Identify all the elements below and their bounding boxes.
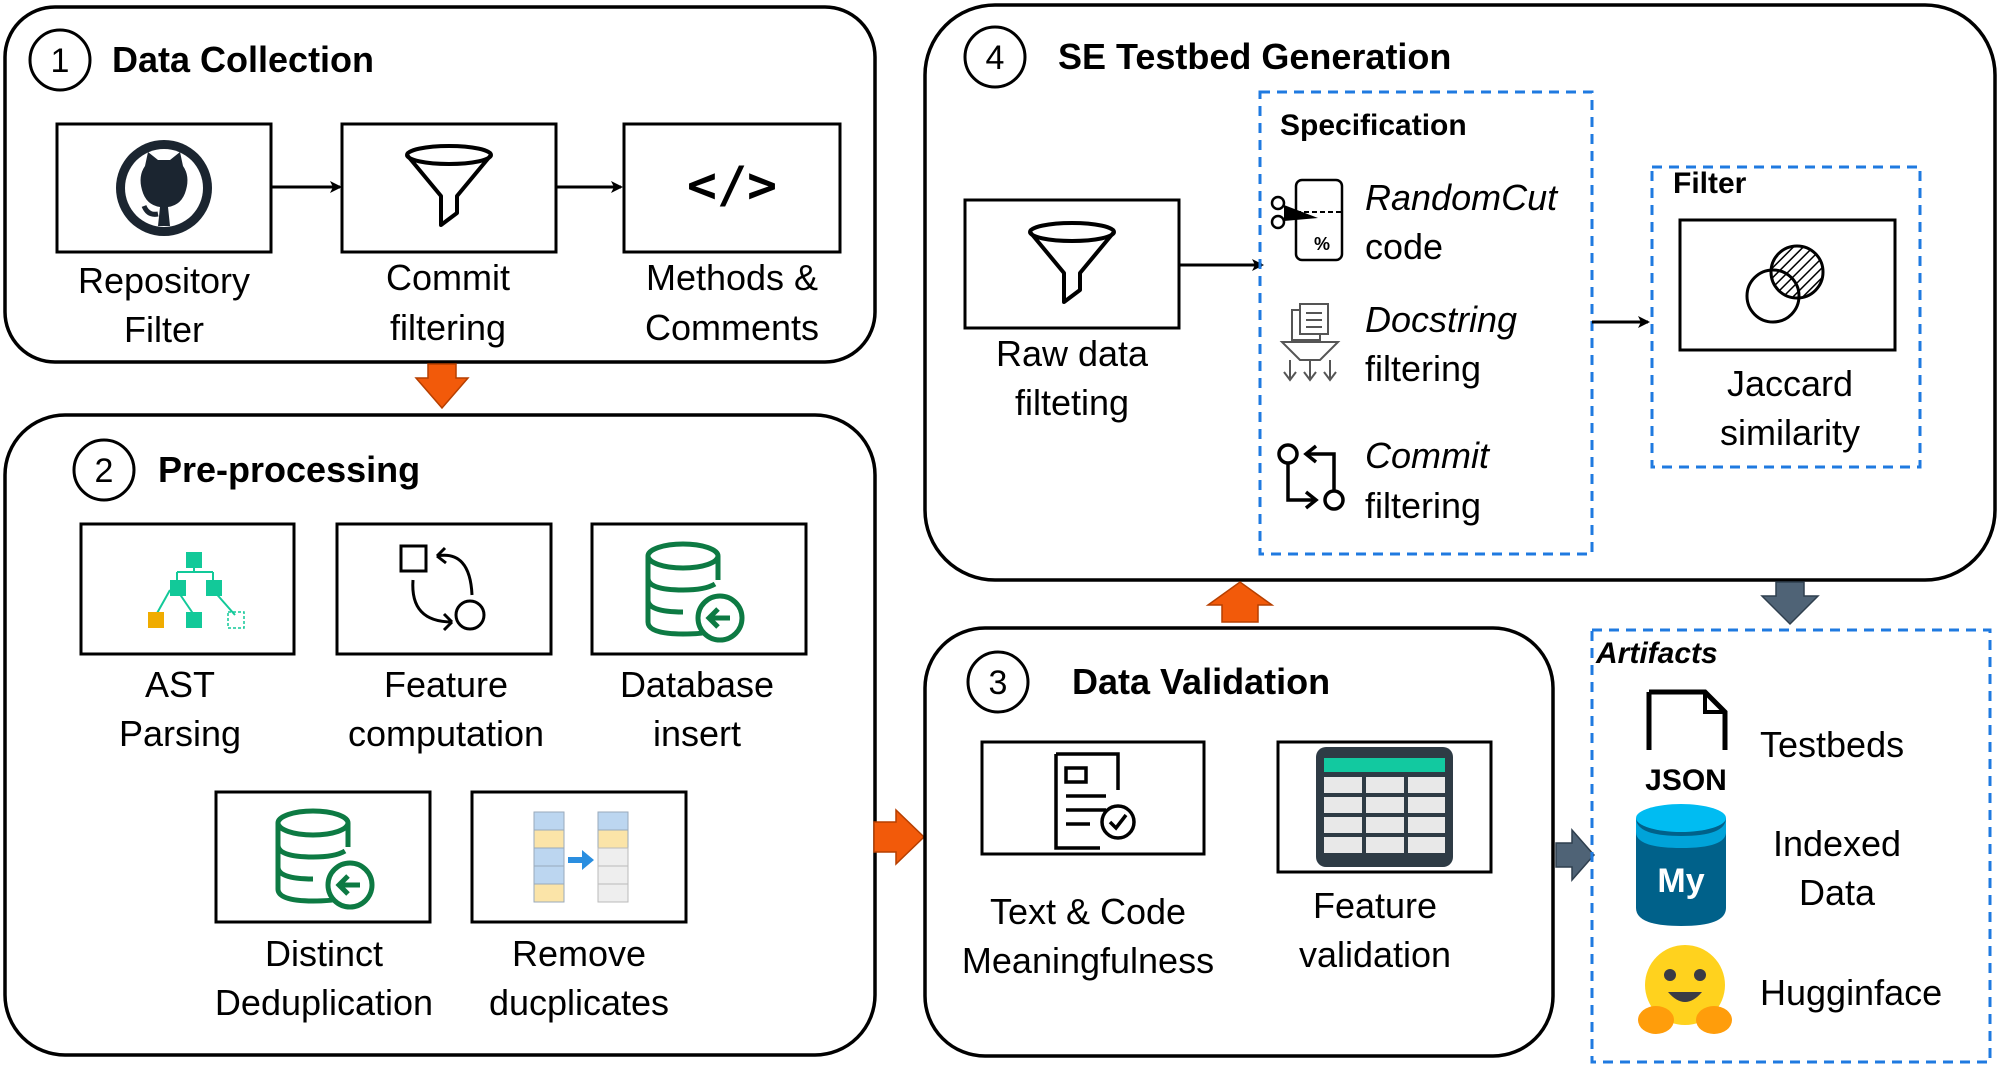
flow-arrow-testbed-to-artifacts [1760, 581, 1820, 626]
raw-data-filtering-label-1: Raw data [996, 333, 1149, 374]
code-icon: </> [687, 156, 777, 214]
funnel-icon [1028, 221, 1116, 304]
panel-title-data-validation: Data Validation [1072, 661, 1330, 702]
mysql-icon-text: My [1657, 862, 1704, 900]
commit-spec-label-2: filtering [1365, 485, 1481, 526]
docstring-label-2: filtering [1365, 348, 1481, 389]
table-icon [1316, 747, 1453, 867]
venn-icon [1745, 244, 1825, 324]
mysql-icon: My [1636, 804, 1726, 926]
remove-duplicates-label-1: Remove [512, 933, 646, 974]
ast-parsing-label-2: Parsing [119, 713, 241, 754]
methods-comments-box [622, 122, 842, 254]
jaccard-label-1: Jaccard [1727, 363, 1853, 404]
feature-computation-label-2: computation [348, 713, 544, 754]
panel-data-collection: 1 Data Collection Repository Filter Comm… [3, 5, 877, 364]
database-dedup-icon [275, 808, 375, 910]
feature-computation-label-1: Feature [384, 664, 508, 705]
methods-comments-label-1: Methods & [646, 257, 818, 298]
raw-data-filtering-box [963, 198, 1181, 330]
docstring-label-1: Docstring [1365, 299, 1517, 340]
flow-arrow-collection-to-preprocessing [414, 363, 470, 410]
panel-testbed-generation: 4 SE Testbed Generation Raw data filteti… [923, 3, 1997, 582]
panel-title-data-collection: Data Collection [112, 39, 374, 80]
tree-nodes [148, 552, 245, 629]
ast-parsing-box [79, 522, 296, 656]
json-file-icon: JSON [1645, 689, 1728, 797]
step-number-2-text: 2 [95, 452, 114, 490]
feature-computation-box [335, 522, 553, 656]
panel-title-pre-processing: Pre-processing [158, 449, 420, 490]
flow-arrow-validation-to-testbed [1205, 581, 1275, 623]
flow-arrow-validation-to-artifacts [1555, 828, 1595, 882]
hugging-face-icon [1638, 945, 1732, 1034]
document-check-icon [1054, 752, 1136, 850]
artifact-indexed-data-label-2: Data [1799, 872, 1876, 913]
jaccard-label-2: similarity [1720, 412, 1860, 453]
commit-filtering-label-1: Commit [386, 257, 510, 298]
randomcut-label-1: RandomCut [1365, 177, 1559, 218]
github-icon [116, 140, 212, 236]
artifact-testbeds-label: Testbeds [1760, 724, 1904, 765]
randomcut-label-2: code [1365, 226, 1443, 267]
specification-title: Specification [1280, 109, 1467, 142]
commit-filtering-label-2: filtering [390, 307, 506, 348]
ast-parsing-label-1: AST [145, 664, 215, 705]
filter-title: Filter [1673, 167, 1747, 200]
methods-comments-label-2: Comments [645, 307, 819, 348]
artifacts-title: Artifacts [1595, 637, 1718, 670]
database-insert-label-1: Database [620, 664, 774, 705]
meaningfulness-label-2: Meaningfulness [962, 940, 1214, 981]
commit-spec-label-1: Commit [1365, 435, 1491, 476]
artifacts-group: Artifacts JSON Testbeds My Indexed Data … [1590, 628, 1992, 1064]
json-icon-text: JSON [1645, 764, 1727, 797]
artifact-huggingface-label: Hugginface [1760, 972, 1942, 1013]
remove-duplicates-label-2: ducplicates [489, 982, 669, 1023]
feature-validation-label-2: validation [1299, 934, 1451, 975]
panel-data-validation: 3 Data Validation Text & Code Meaningful… [923, 626, 1555, 1058]
raw-data-filtering-label-2: filteting [1015, 382, 1129, 423]
feature-cycle-icon [399, 544, 486, 632]
commit-icon [1277, 443, 1345, 511]
scissors-icon: % [1270, 178, 1344, 262]
filter-group [1650, 165, 1922, 469]
repository-filter-label-2: Filter [124, 309, 204, 350]
feature-validation-label-1: Feature [1313, 885, 1437, 926]
commit-filtering-box [340, 122, 558, 254]
svg-text:%: % [1314, 234, 1330, 254]
step-number-2 [72, 438, 136, 502]
database-insert-icon [645, 541, 745, 643]
panel-pre-processing: 2 Pre-processing AST Parsing [3, 413, 877, 1057]
meaningfulness-box [980, 740, 1206, 856]
step-number-3-text: 3 [989, 664, 1008, 702]
step-number-4-text: 4 [986, 39, 1005, 77]
flow-arrow-preprocessing-to-validation [873, 808, 926, 866]
step-number-3 [966, 650, 1030, 714]
step-number-1 [28, 28, 92, 92]
distinct-deduplication-label-1: Distinct [265, 933, 383, 974]
artifact-indexed-data-label-1: Indexed [1773, 823, 1901, 864]
panel-title-testbed-generation: SE Testbed Generation [1058, 36, 1451, 77]
meaningfulness-label-1: Text & Code [990, 891, 1186, 932]
funnel-icon [405, 144, 493, 227]
step-number-1-text: 1 [51, 42, 70, 80]
docstring-filter-icon [1279, 303, 1341, 382]
remove-duplicates-icon [533, 811, 629, 903]
distinct-deduplication-label-2: Deduplication [215, 982, 433, 1023]
step-number-4 [963, 25, 1027, 89]
repository-filter-label-1: Repository [78, 260, 250, 301]
database-insert-label-2: insert [653, 713, 741, 754]
